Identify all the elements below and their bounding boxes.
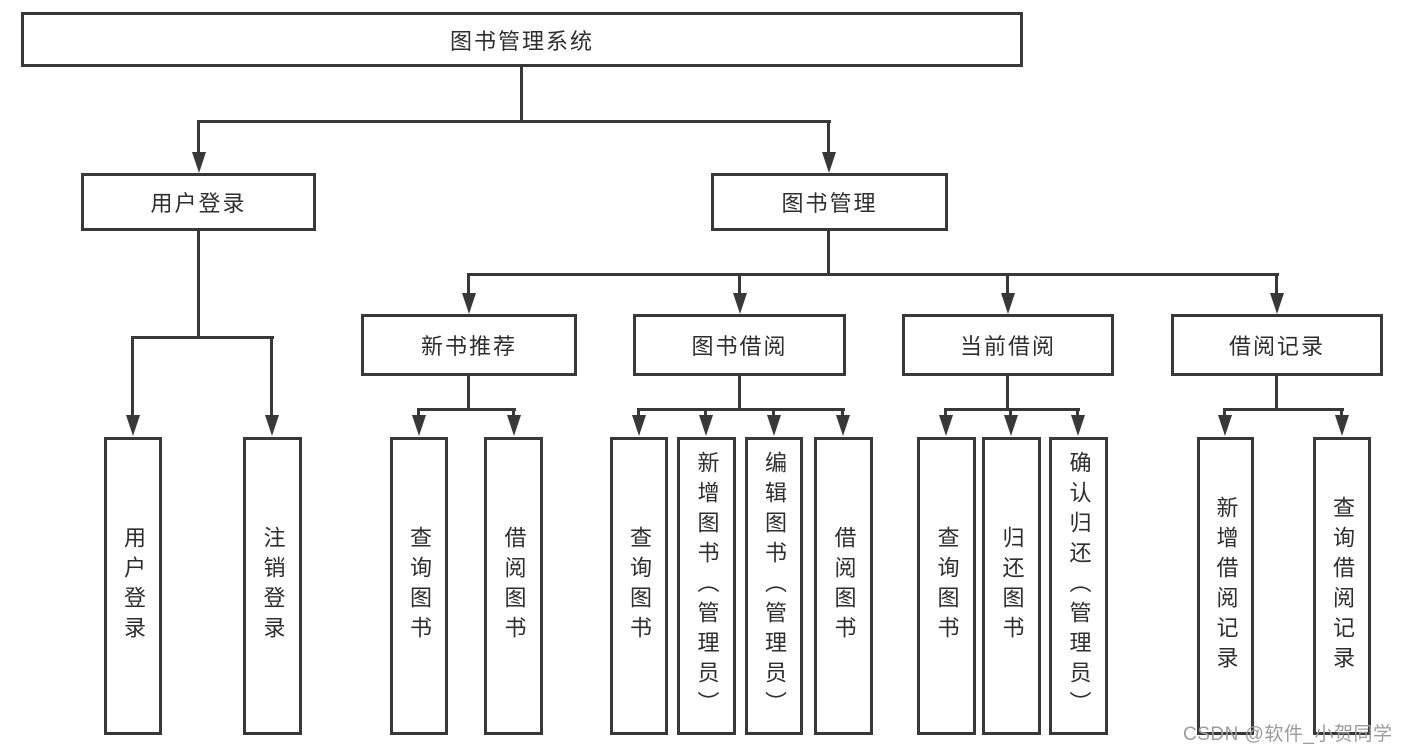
leaf-label: 查询图书 [627,526,652,646]
arrowhead-down-icon [1071,415,1085,436]
leaf-label: 归还图书 [999,526,1025,646]
leaf-borrow-books: 借阅图书 [814,437,873,735]
connector-line [637,408,640,416]
node-label: 用户登录 [150,191,247,216]
connector-line [738,273,741,294]
leaf-label: 注销登录 [260,526,286,646]
arrowhead-down-icon [412,415,426,436]
leaf-query-borrow-record: 查询借阅记录 [1313,437,1371,735]
arrowhead-down-icon [1270,293,1284,314]
connector-line [637,408,845,411]
connector-line [841,408,844,416]
leaf-add-books-admin: 新增图书（管理员） [677,437,736,735]
leaf-query-books-current: 查询图书 [917,437,976,735]
connector-line [1009,408,1012,416]
leaf-label: 用户登录 [121,526,146,646]
leaf-label: 查询图书 [934,526,960,646]
leaf-borrow-books-recommend: 借阅图书 [484,437,543,735]
node-user-login: 用户登录 [81,173,316,231]
connector-line [1340,408,1343,416]
connector-line [1006,376,1009,408]
arrowhead-down-icon [767,415,781,436]
arrowhead-down-icon [632,415,646,436]
leaf-label: 查询图书 [407,526,432,646]
node-book-management: 图书管理 [711,173,948,231]
connector-line [467,273,470,294]
leaf-label: 确认归还（管理员） [1066,451,1092,721]
leaf-label: 查询借阅记录 [1330,496,1355,676]
arrowhead-down-icon [192,152,206,173]
leaf-query-books-borrowing: 查询图书 [610,437,668,735]
csdn-watermark: CSDN @软件_小贺同学 [1183,724,1393,745]
connector-line [417,408,420,416]
connector-line [270,336,273,416]
connector-line [197,120,200,153]
leaf-confirm-return-admin: 确认归还（管理员） [1049,437,1108,735]
leaf-label: 借阅图书 [831,526,857,646]
connector-line [131,336,274,339]
arrowhead-down-icon [1001,293,1015,314]
arrowhead-down-icon [507,415,521,436]
connector-line [512,408,515,416]
connector-line [197,120,831,123]
connector-line [772,408,775,416]
connector-line [467,273,1279,276]
leaf-label: 借阅图书 [501,526,527,646]
arrowhead-down-icon [126,415,140,436]
connector-line [1275,376,1278,408]
connector-line [1223,408,1226,416]
connector-line [467,376,470,408]
node-label: 借阅记录 [1228,334,1325,359]
arrowhead-down-icon [939,415,953,436]
arrowhead-down-icon [1004,415,1018,436]
node-new-book-recommend: 新书推荐 [361,314,577,376]
arrowhead-down-icon [733,293,747,314]
leaf-return-books: 归还图书 [982,437,1041,735]
node-label: 图书管理 [781,191,878,216]
leaf-label: 编辑图书（管理员） [762,451,787,721]
connector-line [131,336,134,416]
arrowhead-down-icon [699,415,713,436]
arrowhead-down-icon [836,415,850,436]
connector-line [1223,408,1344,411]
leaf-logout: 注销登录 [243,437,302,735]
node-label: 图书借阅 [691,334,788,359]
leaf-add-borrow-record: 新增借阅记录 [1197,437,1254,735]
leaf-query-books-recommend: 查询图书 [390,437,448,735]
leaf-edit-books-admin: 编辑图书（管理员） [745,437,803,735]
connector-line [1076,408,1079,416]
connector-line [1006,273,1009,294]
connector-line [197,231,200,336]
leaf-label: 新增图书（管理员） [694,451,720,721]
connector-line [827,231,830,273]
arrowhead-down-icon [822,152,836,173]
connector-line [417,408,516,411]
arrowhead-down-icon [265,415,279,436]
leaf-user-login: 用户登录 [104,437,162,735]
arrowhead-down-icon [1335,415,1349,436]
leaf-label: 新增借阅记录 [1213,496,1239,676]
node-borrowing-records: 借阅记录 [1171,314,1383,376]
connector-line [520,67,523,120]
arrowhead-down-icon [1218,415,1232,436]
node-label: 图书管理系统 [449,28,594,54]
connector-line [704,408,707,416]
connector-line [827,120,830,153]
node-label: 新书推荐 [420,334,517,359]
connector-line [738,376,741,408]
connector-line [944,408,1080,411]
node-book-borrowing: 图书借阅 [633,314,846,376]
node-library-system: 图书管理系统 [21,12,1023,67]
arrowhead-down-icon [462,293,476,314]
connector-line [944,408,947,416]
connector-line [1275,273,1278,294]
node-current-borrowing: 当前借阅 [902,314,1114,376]
node-label: 当前借阅 [959,334,1056,359]
